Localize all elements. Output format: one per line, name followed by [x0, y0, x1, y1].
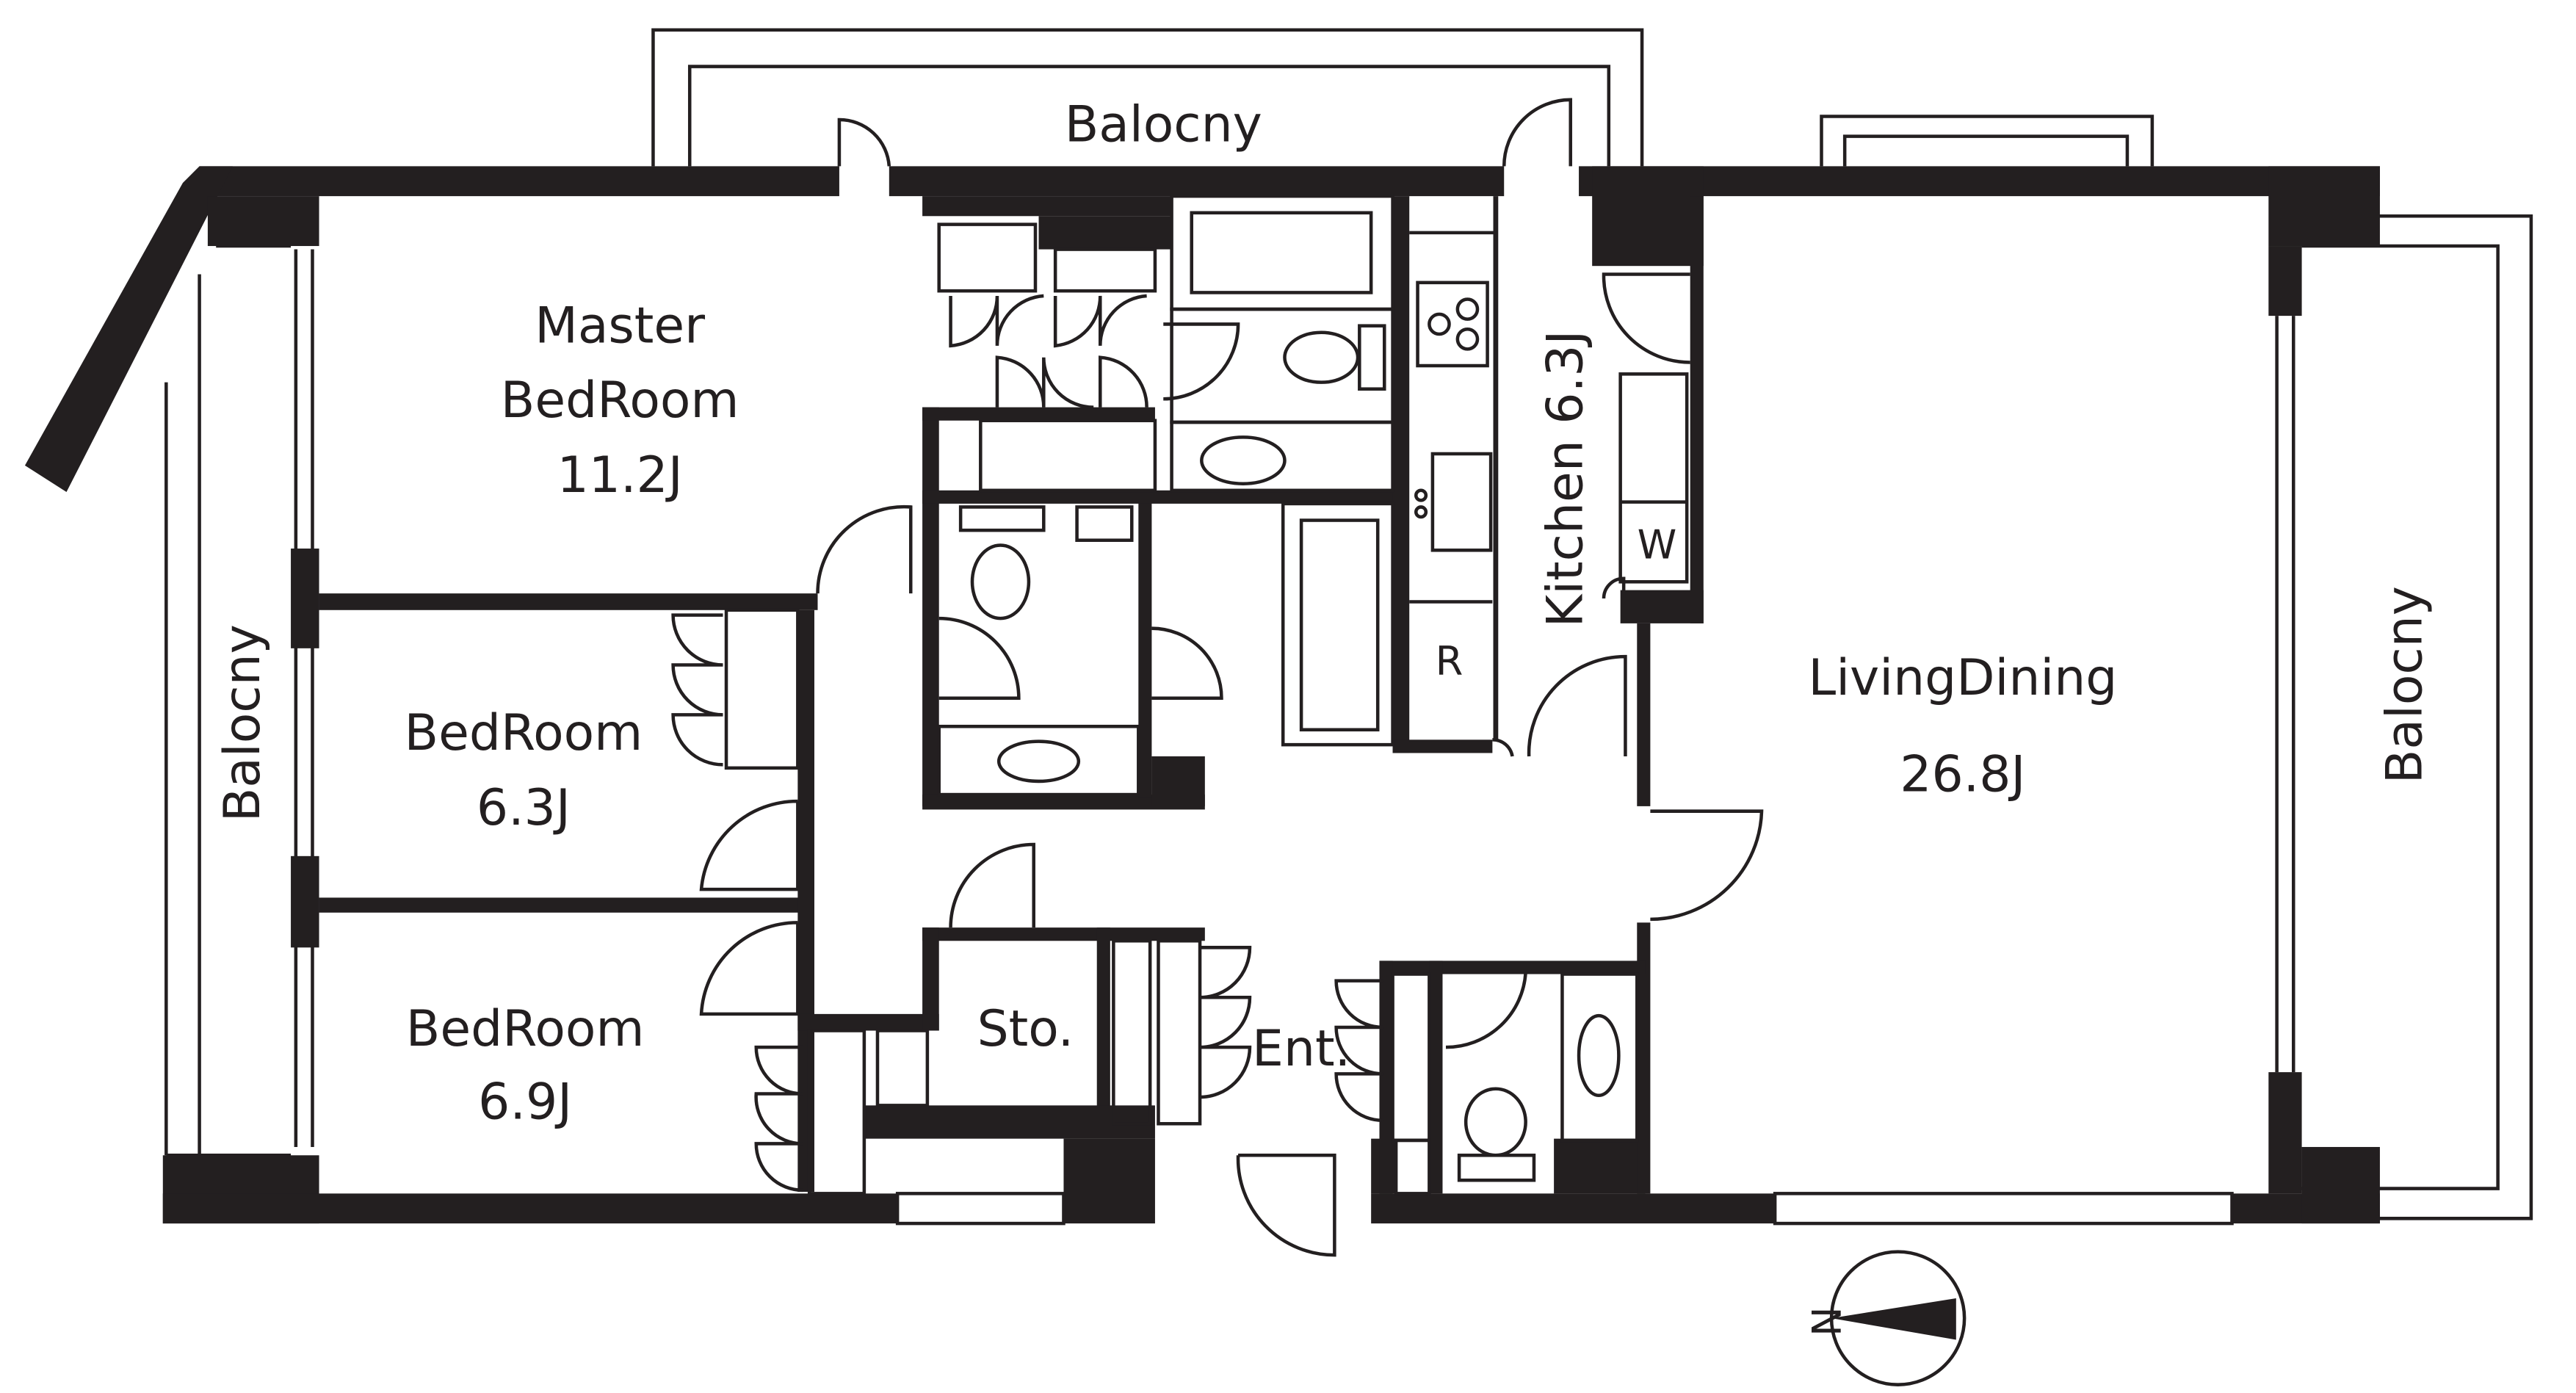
storage-label: Sto.: [977, 1000, 1074, 1058]
balcony-left: [164, 244, 314, 1157]
master-bedroom-label: Master: [535, 297, 705, 355]
balcony-top-right: [1820, 115, 2154, 167]
north-arrow-icon: [1831, 1298, 1956, 1340]
window-bottom-right: [1773, 1192, 2234, 1226]
bedroom-1-label: BedRoom: [405, 704, 643, 762]
washer-label: W: [1638, 522, 1677, 568]
master-bedroom-size: 11.2J: [557, 446, 683, 504]
balcony-right: [2275, 214, 2533, 1220]
sink-3: [1577, 1013, 1621, 1098]
toilet-3: [1464, 1087, 1527, 1157]
exterior-walls: [24, 166, 2380, 1224]
sink-1: [1200, 435, 1287, 486]
living-dining-label: LivingDining: [1808, 649, 2117, 707]
bathtub-2: [1281, 502, 1394, 747]
bedroom-2-label: BedRoom: [406, 1000, 645, 1058]
doors: [671, 98, 1764, 1257]
toilet-1: [970, 543, 1031, 620]
bedroom-2-size: 6.9J: [478, 1073, 572, 1131]
master-bedroom-label-2: BedRoom: [501, 372, 739, 430]
fixtures: [724, 194, 1689, 1195]
sink-2: [996, 739, 1081, 784]
kitchen-sink: [1430, 452, 1493, 552]
entrance-label: Ent.: [1252, 1020, 1350, 1078]
bedroom-1-size: 6.3J: [477, 779, 571, 837]
balcony-right-label: Balocny: [2376, 586, 2434, 784]
north-label: N: [1802, 1306, 1848, 1336]
balcony-left-label: Balocny: [214, 624, 272, 822]
stove-icon: [1416, 281, 1489, 368]
balcony-top-label: Balocny: [1065, 95, 1262, 153]
kitchen-label: Kitchen 6.3J: [1537, 330, 1595, 628]
living-dining-size: 26.8J: [1900, 746, 2025, 804]
balcony-top: [651, 28, 1644, 167]
compass: N: [1802, 1250, 1967, 1386]
refrigerator-label: R: [1436, 638, 1464, 684]
window-bottom-left: [895, 1192, 1066, 1226]
toilet-2: [1283, 330, 1360, 384]
